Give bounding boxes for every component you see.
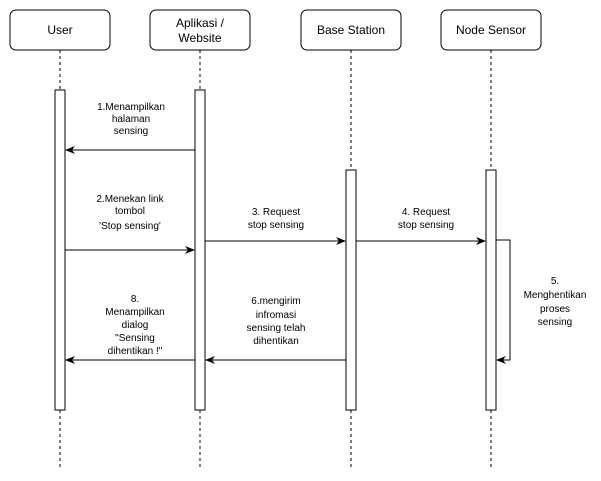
message-2-label-line2: tombol bbox=[115, 206, 145, 217]
participant-base-label: Base Station bbox=[317, 23, 385, 37]
message-2-label-line1: 2.Menekan link bbox=[96, 194, 164, 205]
participant-node-label: Node Sensor bbox=[456, 23, 526, 37]
activation-user bbox=[54, 89, 66, 411]
message-1-label-line1: 1.Menampilkan bbox=[97, 102, 165, 113]
message-8-label-line4: "Sensing bbox=[115, 333, 155, 344]
message-4-label-line2: stop sensing bbox=[398, 220, 454, 231]
participant-app: Aplikasi / Website bbox=[149, 9, 251, 51]
participant-base: Base Station bbox=[300, 9, 402, 51]
message-5-label-line1: 5. bbox=[551, 276, 559, 287]
message-6-label-line2: infromasi bbox=[256, 310, 297, 321]
message-5-label-line4: sensing bbox=[538, 317, 572, 328]
activation-base bbox=[345, 169, 357, 411]
message-5-arrow bbox=[496, 239, 511, 364]
message-3-label-line2: stop sensing bbox=[248, 220, 304, 231]
participant-app-label-line1: Aplikasi / bbox=[176, 16, 225, 30]
message-4-label-line1: 4. Request bbox=[402, 207, 451, 218]
message-8-label-line1: 8. bbox=[131, 294, 139, 305]
activation-node bbox=[485, 169, 497, 411]
message-8-label-line2: Menampilkan bbox=[105, 307, 164, 318]
message-2-label-line3: 'Stop sensing' bbox=[99, 221, 161, 232]
message-3-label-line1: 3. Request bbox=[252, 207, 301, 218]
message-5-label-line2: Menghentikan bbox=[524, 290, 587, 301]
activation-app bbox=[194, 89, 206, 411]
message-6-label-line1: 6.mengirim bbox=[251, 296, 300, 307]
message-8-label-line3: dialog bbox=[122, 320, 149, 331]
message-8-label-line5: dihentikan !" bbox=[108, 346, 163, 357]
message-1-label-line2: halaman bbox=[112, 114, 150, 125]
participant-node: Node Sensor bbox=[440, 9, 542, 51]
participant-app-label-line2: Website bbox=[178, 31, 221, 45]
message-1-label-line3: sensing bbox=[114, 126, 148, 137]
participant-user-label: User bbox=[47, 23, 72, 37]
message-6-label-line4: dihentikan bbox=[253, 336, 299, 347]
message-6-label-line3: sensing telah bbox=[247, 323, 306, 334]
participant-user: User bbox=[9, 9, 111, 51]
message-5-label-line3: proses bbox=[540, 304, 570, 315]
